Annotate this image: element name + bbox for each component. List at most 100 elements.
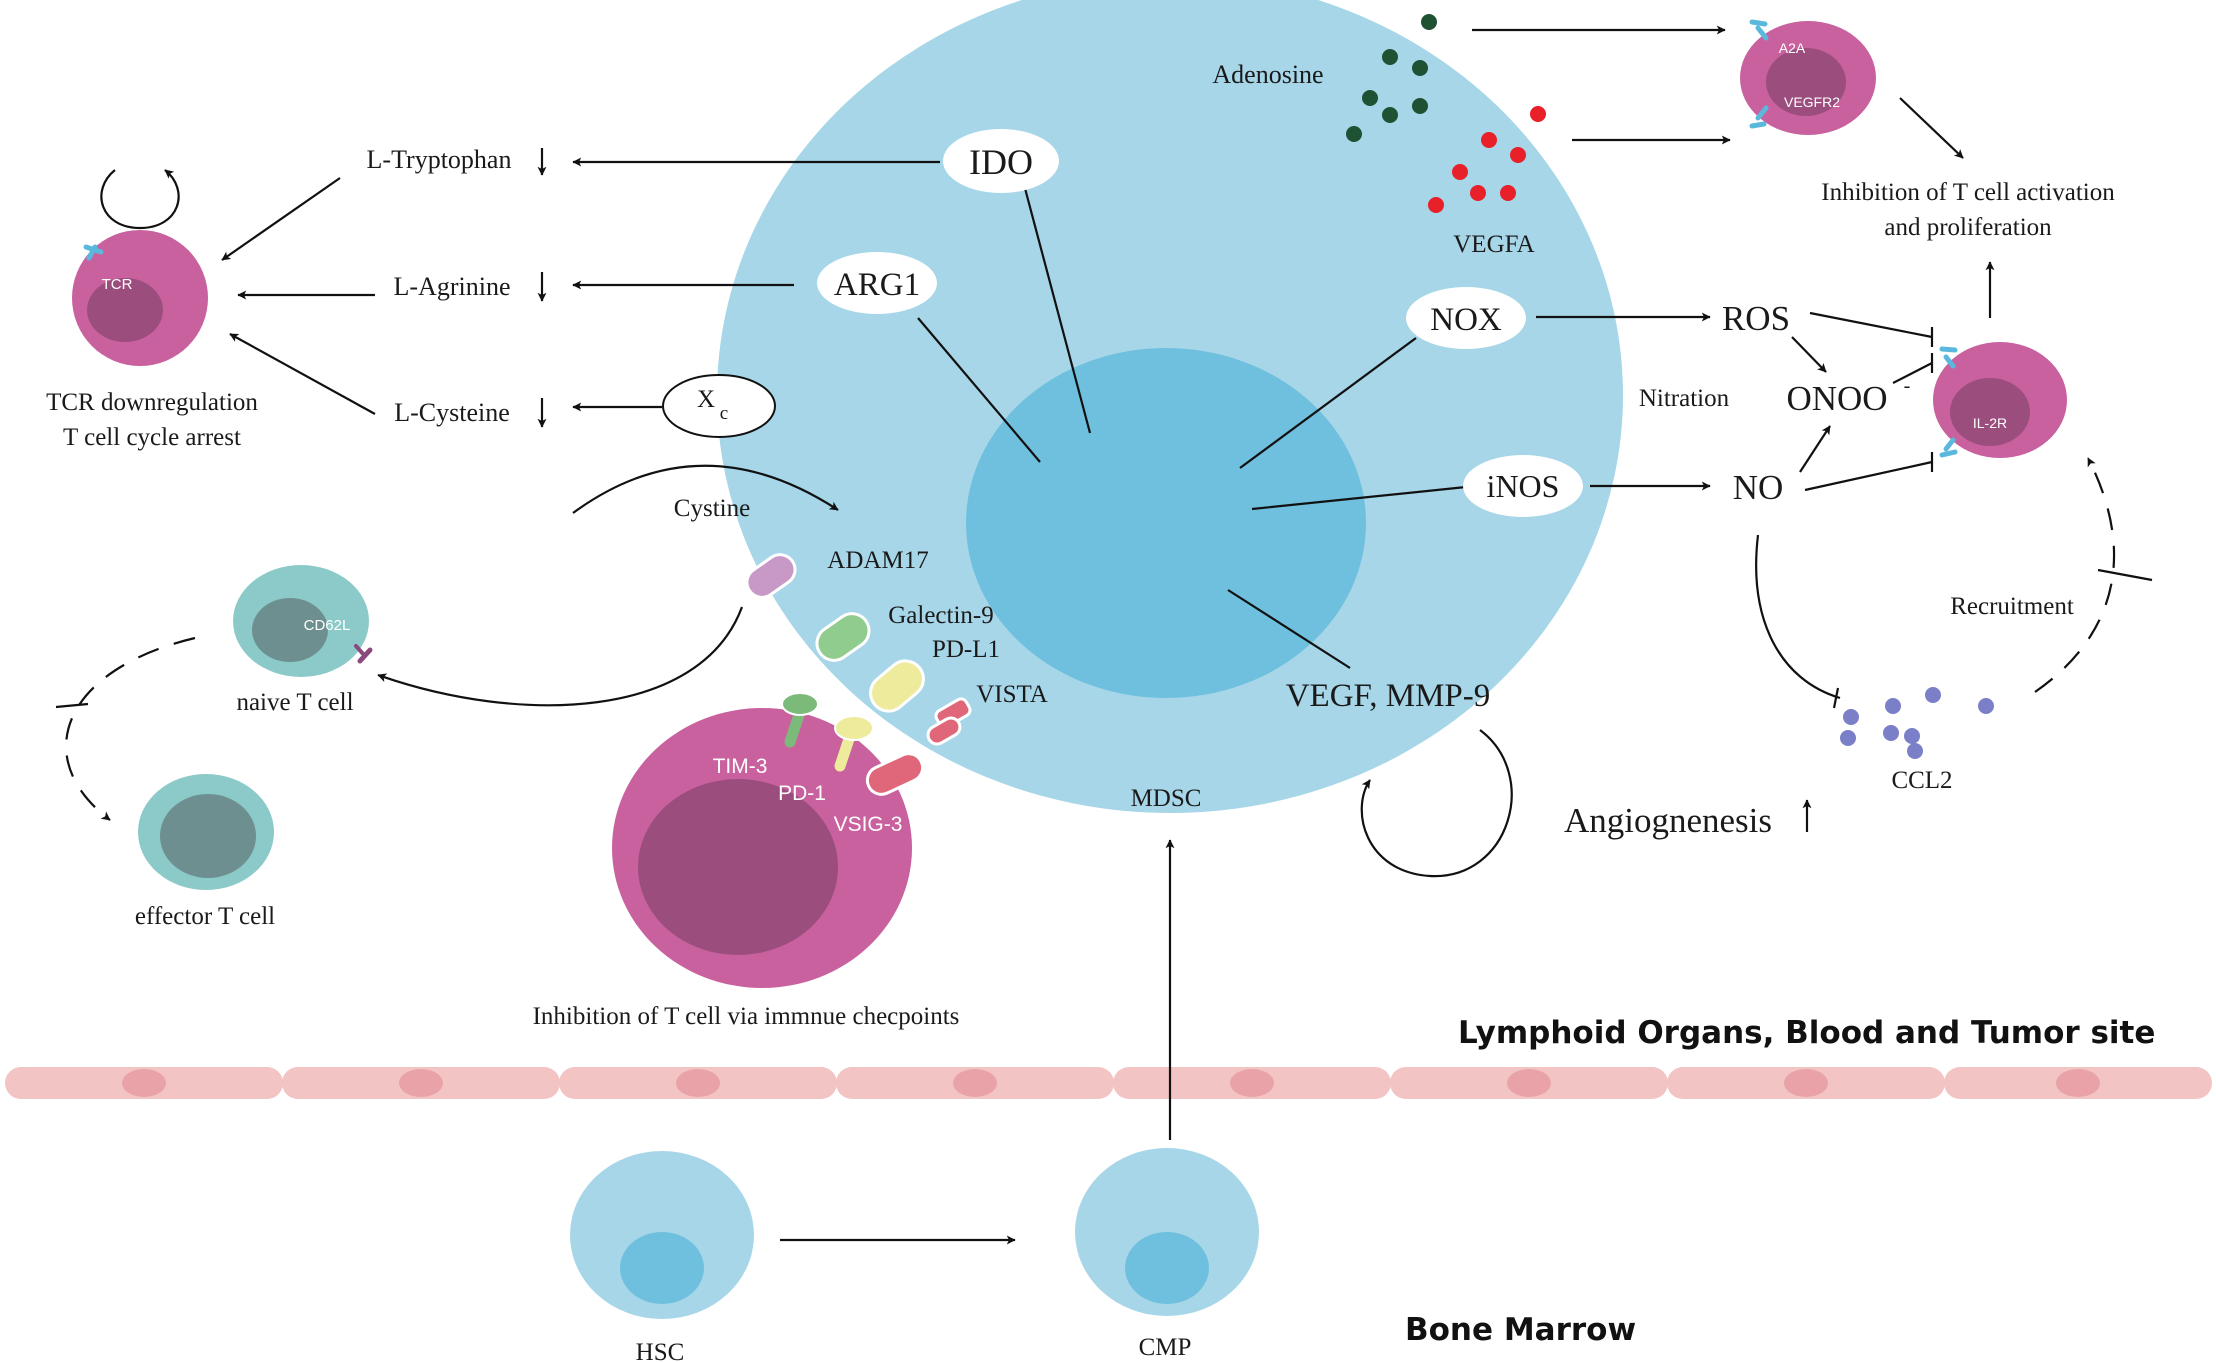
onoo-superscript: - — [1904, 375, 1911, 397]
tcell-arrest-caption-line1: TCR downregulation — [46, 389, 258, 416]
to-inhibition-arrow — [1899, 97, 1964, 159]
angiogenesis-loop-icon — [1360, 729, 1513, 878]
vegfa-molecules — [1428, 106, 1546, 213]
tcr-receptor-icon — [83, 244, 104, 261]
nitration-label: Nitration — [1639, 385, 1730, 412]
a2a-receptor-icon — [1749, 19, 1769, 41]
cell-cycle-loop-icon — [100, 169, 180, 230]
region-label-bone-marrow: Bone Marrow — [1405, 1312, 1636, 1348]
cd62l-label: CD62L — [304, 617, 351, 634]
effector-t-cell-label: effector T cell — [135, 903, 275, 930]
endothelial-cell — [559, 1067, 837, 1099]
onoo-label: ONOO — [1786, 379, 1887, 418]
cystine-label: Cystine — [674, 495, 750, 522]
pdl1-protein — [869, 659, 925, 713]
hsc-label: HSC — [636, 1339, 685, 1362]
recruitment-label: Recruitment — [1950, 593, 2074, 620]
arg1-node: ARG1 — [817, 252, 937, 314]
vista-protein — [926, 697, 972, 746]
no-to-ccl2-inhibit-curve — [1755, 534, 1841, 700]
nox-link-line — [1239, 337, 1417, 469]
cystine-uptake-arrow — [572, 464, 839, 514]
il2r-t-cell: IL-2R — [1933, 342, 2067, 458]
il2r-receptor-top-icon — [1939, 346, 1958, 369]
l-agrinine-label: L-Agrinine — [394, 272, 511, 301]
nox-label: NOX — [1430, 302, 1502, 338]
inos-link-line — [1251, 485, 1467, 511]
endothelial-cell — [1113, 1067, 1391, 1099]
mdsc-cell — [717, 0, 1623, 813]
effector-t-cell — [138, 774, 274, 890]
tim3-label: TIM-3 — [713, 755, 768, 778]
differentiation-dashed-arrow — [65, 636, 196, 821]
l-cysteine-label: L-Cysteine — [394, 398, 510, 427]
xc-transporter: X c — [662, 374, 776, 438]
cmp-cell — [1075, 1148, 1259, 1316]
xc-subscript: c — [720, 403, 728, 424]
ccl2-molecules — [1840, 687, 1994, 746]
mdsc-nucleus — [966, 348, 1366, 698]
vista-label: VISTA — [976, 681, 1048, 708]
ros-to-onoo-arrow — [1791, 336, 1827, 373]
adenosine-label: Adenosine — [1212, 60, 1323, 89]
pd1-receptor — [834, 715, 874, 772]
target-t-cell-top: A2A VEGFR2 — [1740, 21, 1876, 135]
recruitment-dashed-arrow — [2034, 457, 2116, 693]
tryptophan-to-tcell-arrow — [221, 177, 341, 261]
blood-vessel — [5, 1067, 2212, 1099]
nox-node: NOX — [1406, 287, 1526, 349]
naive-t-cell-label: naive T cell — [236, 689, 353, 716]
hsc-cell — [570, 1151, 754, 1319]
endothelial-cell — [282, 1067, 560, 1099]
angiogenesis-label: Angiognenesis — [1564, 801, 1772, 840]
il2r-receptor-bottom-icon — [1939, 437, 1958, 458]
xc-label: X — [697, 386, 715, 413]
tcr-label: TCR — [102, 276, 133, 293]
inos-label: iNOS — [1487, 468, 1560, 504]
ccl2-molecules-extra — [1883, 725, 1923, 759]
inos-node: iNOS — [1463, 455, 1583, 517]
endothelial-cell — [1944, 1067, 2212, 1099]
l-tryptophan-label: L-Tryptophan — [367, 145, 512, 174]
endothelial-cell — [1667, 1067, 1945, 1099]
adenosine-molecules — [1346, 14, 1437, 142]
no-to-ccl2-inhibit-bar — [1832, 687, 1840, 709]
ccl2-label: CCL2 — [1891, 767, 1952, 794]
galectin9-protein — [815, 612, 871, 662]
vegfa-label: VEGFA — [1453, 231, 1534, 258]
inhibition-caption-line1: Inhibition of T cell activation — [1821, 179, 2115, 206]
cmp-label: CMP — [1139, 1334, 1192, 1361]
vsig3-receptor — [865, 752, 925, 796]
inhibition-caption-line2: and proliferation — [1884, 214, 2052, 241]
onoo-inhibit-line — [1892, 362, 1933, 384]
endothelial-cell — [1390, 1067, 1668, 1099]
recruitment-inhibit-bar — [2097, 568, 2153, 582]
differentiation-inhibit-bar — [55, 702, 89, 709]
ros-label: ROS — [1722, 299, 1790, 338]
arg1-link-line — [917, 317, 1041, 463]
vegf-mmp9-label: VEGF, MMP-9 — [1286, 678, 1491, 714]
no-to-onoo-arrow — [1799, 425, 1831, 473]
mdsc-label: MDSC — [1131, 785, 1202, 812]
no-inhibit-line — [1804, 460, 1933, 492]
pdl1-label: PD-L1 — [932, 636, 1000, 663]
tcell-arrest-caption-line2: T cell cycle arrest — [63, 424, 241, 451]
cysteine-to-tcell-arrow — [229, 333, 376, 415]
a2a-label: A2A — [1779, 40, 1806, 56]
ido-node: IDO — [943, 129, 1059, 193]
checkpoint-t-cell — [612, 708, 912, 988]
vegfr2-label: VEGFR2 — [1784, 94, 1840, 110]
vegfr2-receptor-icon — [1749, 105, 1769, 129]
arrested-t-cell: TCR — [72, 230, 208, 366]
ido-label: IDO — [969, 142, 1033, 182]
cd62l-receptor-icon — [354, 644, 373, 664]
endothelial-cell — [836, 1067, 1114, 1099]
checkpoints-caption: Inhibition of T cell via immnue checpoin… — [533, 1003, 960, 1030]
vegf-link-line — [1227, 589, 1351, 669]
galectin9-label: Galectin-9 — [888, 602, 994, 629]
il2r-label: IL-2R — [1973, 415, 2007, 431]
endothelial-cell — [5, 1067, 283, 1099]
pd1-label: PD-1 — [778, 782, 826, 805]
tim3-receptor — [781, 692, 819, 748]
